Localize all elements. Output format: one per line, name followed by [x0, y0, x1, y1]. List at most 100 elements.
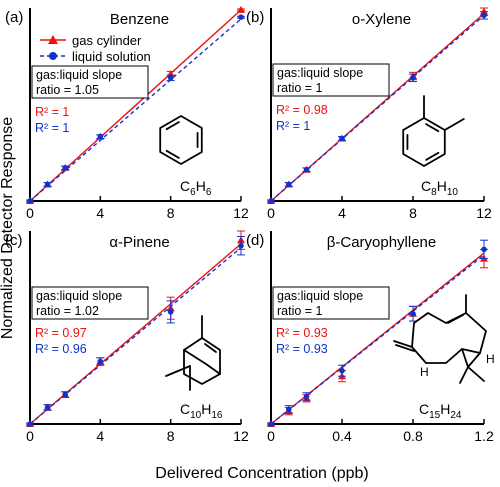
formula-element: H	[440, 401, 450, 417]
liquid-data-point	[410, 75, 416, 81]
r2-gas: R² = 0.97	[35, 326, 87, 340]
x-tick-label: 8	[409, 205, 417, 221]
r2-liquid: R² = 0.96	[35, 342, 87, 356]
panel-title: o-Xylene	[352, 11, 411, 28]
legend-gas-label: gas cylinder	[72, 33, 142, 48]
caryophyllene-ring	[411, 294, 487, 364]
liquid-data-point	[27, 421, 33, 427]
formula-element: H	[201, 401, 211, 417]
liquid-fit-line	[270, 14, 485, 202]
liquid-data-point	[238, 242, 244, 249]
formula-subscript: 15	[429, 410, 441, 421]
formula-element: H	[196, 178, 206, 194]
panel-label: (b)	[246, 9, 264, 26]
liquid-data-point	[268, 421, 274, 427]
formula-subscript: 16	[211, 410, 223, 421]
liquid-data-point	[339, 135, 345, 142]
double-bond	[447, 314, 464, 324]
gas-data-point	[237, 5, 245, 13]
panel-label: (d)	[246, 232, 264, 249]
atom-label-h: H	[420, 365, 429, 379]
liquid-data-point	[481, 246, 487, 253]
legend-liquid-marker	[49, 52, 57, 60]
panel-title: α-Pinene	[109, 234, 169, 251]
r2-liquid: R² = 1	[276, 119, 310, 133]
liquid-data-point	[44, 181, 51, 188]
slope-ratio-value: ratio = 1	[277, 81, 323, 95]
liquid-data-point	[481, 12, 487, 19]
liquid-data-point	[303, 393, 310, 400]
r2-gas: R² = 0.98	[276, 103, 328, 117]
x-tick-label: 0	[267, 205, 275, 221]
liquid-data-point	[339, 367, 345, 374]
formula-subscript: 6	[190, 187, 196, 198]
double-bond	[425, 151, 440, 161]
x-tick-label: 12	[233, 205, 249, 221]
liquid-data-point	[285, 181, 292, 188]
slope-ratio-box	[272, 286, 390, 320]
panel-title: Benzene	[110, 11, 169, 28]
panel-label: (a)	[5, 9, 23, 26]
formula-element: C	[421, 178, 431, 194]
formula-subscript: 10	[447, 187, 459, 198]
formula-subscript: 8	[431, 187, 437, 198]
slope-label: gas:liquid slope	[277, 66, 363, 80]
liquid-fit-line	[29, 18, 242, 202]
liquid-data-point	[167, 309, 174, 315]
r2-gas: R² = 1	[35, 105, 69, 119]
molecular-formula: C10H16	[180, 401, 223, 421]
molecular-formula: C8H10	[421, 178, 458, 198]
liquid-data-point	[62, 391, 68, 398]
double-bond	[165, 149, 180, 159]
double-bond	[204, 343, 217, 353]
liquid-data-point	[97, 358, 104, 365]
formula-element: C	[419, 401, 429, 417]
liquid-data-point	[303, 166, 310, 173]
x-tick-label: 4	[96, 428, 104, 444]
x-axis-title: Delivered Concentration (ppb)	[155, 465, 368, 482]
double-bond	[425, 123, 440, 133]
slope-ratio-value: ratio = 1	[277, 304, 323, 318]
panel-label: (c)	[5, 232, 23, 249]
liquid-data-point	[62, 165, 68, 171]
liquid-data-point	[410, 310, 416, 317]
formula-element: C	[180, 178, 190, 194]
molecular-formula: C6H6	[180, 178, 212, 198]
liquid-data-point	[167, 75, 174, 81]
slope-label: gas:liquid slope	[277, 289, 363, 303]
liquid-data-point	[238, 14, 244, 20]
formula-subscript: 10	[190, 410, 202, 421]
xylene-ring	[402, 117, 446, 167]
slope-ratio-box	[31, 286, 149, 320]
x-tick-label: 1.2	[474, 428, 494, 444]
x-tick-label: 4	[338, 205, 346, 221]
x-tick-label: 0	[26, 205, 34, 221]
x-tick-label: 0	[267, 428, 275, 444]
gem-methyl	[165, 365, 191, 377]
slope-label: gas:liquid slope	[36, 289, 122, 303]
liquid-data-point	[285, 406, 292, 413]
atom-label-h: H	[486, 352, 495, 366]
x-tick-label: 12	[233, 428, 249, 444]
panel-title: β-Caryophyllene	[327, 234, 437, 251]
gem-methyl	[467, 366, 485, 382]
x-tick-label: 0.8	[403, 428, 423, 444]
x-tick-label: 4	[96, 205, 104, 221]
x-tick-label: 0	[26, 428, 34, 444]
r2-gas: R² = 0.93	[276, 326, 328, 340]
gem-methyl	[459, 366, 469, 384]
slope-ratio-value: ratio = 1.02	[36, 304, 99, 318]
x-tick-label: 8	[167, 205, 175, 221]
methyl-bond	[443, 118, 465, 131]
liquid-data-point	[97, 133, 104, 140]
legend-gas-marker	[48, 35, 58, 44]
formula-element: H	[437, 178, 447, 194]
legend-liquid-label: liquid solution	[72, 49, 151, 64]
y-axis-title: Normalized Detector Response	[0, 117, 16, 339]
liquid-data-point	[27, 198, 33, 204]
